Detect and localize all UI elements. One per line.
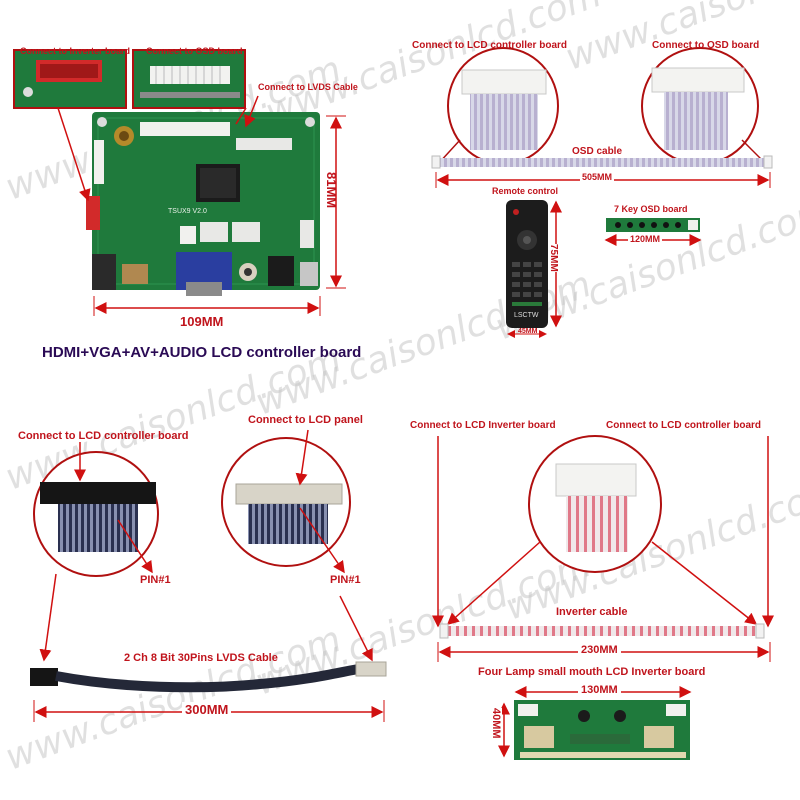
lvds-closeup-left	[33, 451, 159, 577]
lvds-cable-name: 2 Ch 8 Bit 30Pins LVDS Cable	[124, 652, 278, 664]
inverter-board	[514, 700, 690, 760]
lvds-left-label: Connect to LCD controller board	[18, 430, 189, 442]
inverter-cable-left-label: Connect to LCD Inverter board	[410, 420, 556, 431]
controller-board-title: HDMI+VGA+AV+AUDIO LCD controller board	[42, 344, 362, 361]
lvds-cable-length: 300MM	[182, 702, 232, 717]
board-height-label: 81MM	[324, 172, 339, 209]
lvds-right-label: Connect to LCD panel	[248, 414, 363, 426]
remote-label: Remote control	[492, 186, 559, 196]
inverter-connector-closeup	[13, 49, 127, 109]
remote-control	[506, 200, 548, 328]
inverter-connector-label: Connect to Inverter board	[20, 46, 131, 56]
remote-height: 75MM	[548, 244, 559, 272]
inverter-board-height: 40MM	[490, 708, 502, 739]
inverter-cable-closeup	[528, 435, 662, 573]
board-width-label: 109MM	[180, 314, 224, 329]
lvds-pin-left: PIN#1	[140, 574, 171, 586]
osd-cable-length: 505MM	[580, 172, 615, 182]
remote-width: 45MM	[518, 328, 538, 335]
lvds-pin-right: PIN#1	[330, 574, 361, 586]
osd-cable-closeup-left	[447, 47, 559, 165]
inverter-cable-name: Inverter cable	[556, 606, 628, 618]
osd-connector-closeup	[132, 49, 246, 109]
pcb-model-label: TSUX9 V2.0	[168, 208, 207, 215]
controller-pcb	[86, 112, 320, 296]
lvds-closeup-right	[221, 437, 351, 567]
osd-cable-name: OSD cable	[572, 146, 623, 157]
lvds-cable	[30, 661, 387, 693]
inverter-cable-length: 230MM	[578, 644, 621, 656]
inverter-board-title: Four Lamp small mouth LCD Inverter board	[478, 666, 706, 678]
inverter-cable	[439, 623, 765, 639]
inverter-board-width: 130MM	[578, 684, 621, 696]
osd-cable-left-label: Connect to LCD controller board	[412, 40, 567, 51]
osd-key-board	[606, 218, 700, 232]
osd-cable	[431, 155, 773, 169]
osd-cable-right-label: Connect to OSD board	[652, 40, 760, 51]
osd-board-width: 120MM	[628, 234, 663, 244]
remote-brand: LSCTW	[514, 312, 539, 319]
osd-cable-closeup-right	[641, 47, 759, 165]
osd-connector-label: Connect to OSD board	[146, 46, 243, 56]
osd-board-label: 7 Key OSD board	[614, 204, 688, 214]
inverter-cable-right-label: Connect to LCD controller board	[606, 420, 761, 431]
lvds-connector-label: Connect to LVDS Cable	[258, 82, 358, 92]
